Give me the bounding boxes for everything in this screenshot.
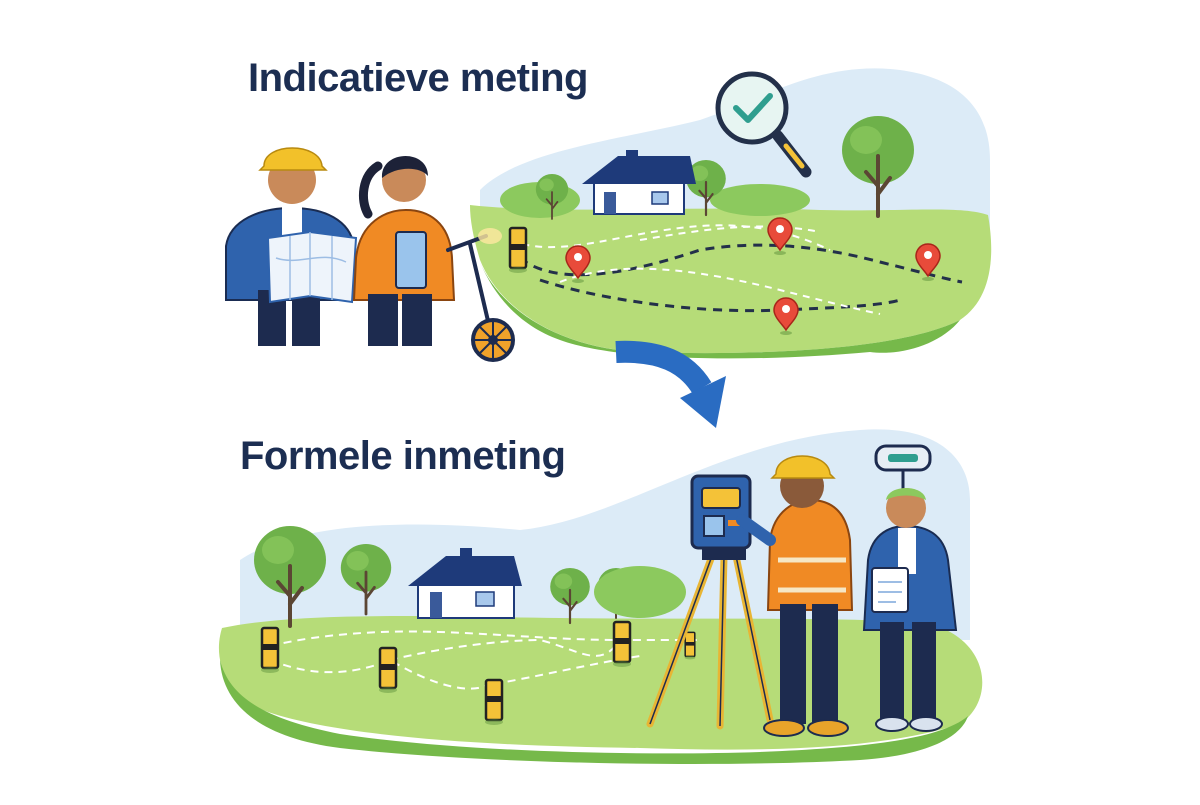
survey-stake-icon (377, 646, 399, 695)
magnifier-check-icon (715, 71, 812, 178)
clipboard (871, 567, 909, 613)
measuring-wheel-icon (468, 242, 515, 362)
paper-map (266, 230, 358, 304)
heading-indicative-measurement: Indicatieve meting (248, 56, 588, 100)
bottom-field (218, 616, 983, 750)
total-station-icon (646, 474, 774, 730)
tablet-device (395, 231, 427, 289)
surveyor-with-total-station (736, 455, 854, 737)
survey-paths (509, 224, 963, 315)
surveyor-man-with-map (225, 147, 360, 346)
survey-stake-icon (611, 620, 633, 669)
curved-arrow-down-icon (615, 340, 726, 428)
surveyor-woman-with-tablet (352, 155, 515, 362)
bottom-scene (218, 429, 983, 764)
bush (710, 184, 810, 216)
engineer-with-clipboard (862, 488, 958, 732)
top-scene (225, 68, 992, 362)
survey-stake-icon (507, 226, 529, 275)
bush (594, 566, 686, 618)
top-field-edge (480, 262, 960, 359)
survey-stake-icon (259, 626, 281, 675)
house-top (582, 150, 696, 215)
heading-formal-measurement: Formele inmeting (240, 434, 566, 478)
survey-stake-icon (483, 678, 505, 727)
bottom-field-edge (220, 660, 968, 764)
house-bottom (408, 548, 522, 619)
gnss-receiver-icon (874, 444, 932, 490)
survey-stake-icon (683, 631, 697, 661)
